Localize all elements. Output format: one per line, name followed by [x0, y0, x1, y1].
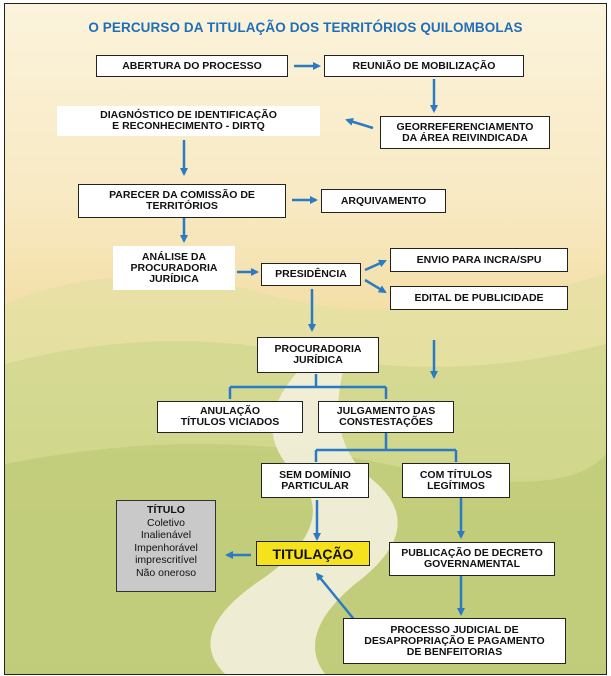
- node-publicacao: PUBLICAÇÃO DE DECRETO GOVERNAMENTAL: [389, 542, 555, 576]
- node-procuradoria: PROCURADORIA JURÍDICA: [257, 337, 379, 373]
- titulo-characteristics-box: TÍTULO Coletivo Inalienável Impenhorável…: [116, 500, 216, 592]
- connector-arrows: [180, 62, 465, 624]
- arrow-presidencia-envio: [364, 259, 387, 272]
- node-processo-judicial: PROCESSO JUDICIAL DE DESAPROPRIAÇÃO E PA…: [343, 618, 566, 664]
- node-presidencia: PRESIDÊNCIA: [261, 263, 361, 286]
- node-analise: ANÁLISE DA PROCURADORIA JURÍDICA: [113, 246, 235, 290]
- node-parecer: PARECER DA COMISSÃO DE TERRITÓRIOS: [78, 184, 286, 218]
- node-com-titulos: COM TÍTULOS LEGÍTIMOS: [402, 463, 510, 498]
- branch-procuradoria: [228, 374, 388, 399]
- branch-julgamento: [314, 430, 458, 462]
- node-diagnostico: DIAGNÓSTICO DE IDENTIFICAÇÃO E RECONHECI…: [57, 106, 320, 136]
- node-edital: EDITAL DE PUBLICIDADE: [390, 286, 568, 310]
- node-julgamento: JULGAMENTO DAS CONSTESTAÇÕES: [318, 401, 454, 433]
- node-georreferenciamento: GEORREFERENCIAMENTO DA ÁREA REIVINDICADA: [380, 116, 550, 149]
- node-arquivamento: ARQUIVAMENTO: [321, 189, 446, 213]
- titulo-heading: TÍTULO: [147, 504, 185, 516]
- arrow-processo-titulacao: [315, 572, 358, 624]
- diagram-title: O PERCURSO DA TITULAÇÃO DOS TERRITÓRIOS …: [88, 20, 523, 35]
- titulo-item: Não oneroso: [135, 566, 197, 579]
- node-envio: ENVIO PARA INCRA/SPU: [390, 248, 568, 272]
- titulo-item: Impenhorável: [134, 541, 198, 554]
- node-titulacao: TITULAÇÃO: [256, 541, 370, 566]
- titulo-item: Inalienável: [140, 529, 192, 541]
- arrow-georref-diagnostico: [345, 117, 374, 130]
- node-sem-dominio: SEM DOMÍNIO PARTICULAR: [261, 463, 369, 498]
- node-abertura: ABERTURA DO PROCESSO: [96, 55, 288, 77]
- titulo-item: imprescritível: [135, 554, 197, 566]
- titulo-item: Coletivo: [147, 516, 185, 529]
- node-anulacao: ANULAÇÃO TÍTULOS VICIADOS: [157, 401, 303, 433]
- diagram-frame: O PERCURSO DA TITULAÇÃO DOS TERRITÓRIOS …: [4, 3, 607, 675]
- arrow-presidencia-edital: [364, 278, 387, 294]
- node-reuniao: REUNIÃO DE MOBILIZAÇÃO: [324, 55, 524, 77]
